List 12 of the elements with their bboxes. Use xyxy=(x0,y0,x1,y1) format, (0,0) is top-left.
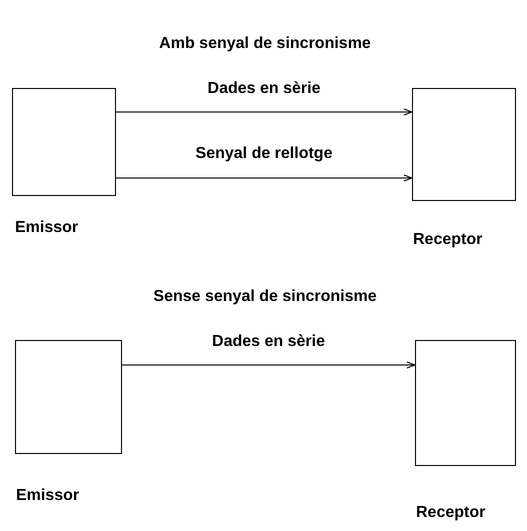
device-label: Receptor xyxy=(413,231,482,249)
edge-label: Senyal de rellotge xyxy=(196,145,332,163)
arrow xyxy=(122,362,416,368)
arrow xyxy=(116,108,412,116)
section-title: Amb senyal de sincronisme xyxy=(159,35,371,53)
arrow xyxy=(116,174,412,182)
device-label: Emissor xyxy=(15,219,78,237)
edge-label: Dades en sèrie xyxy=(212,333,325,351)
section-title: Sense senyal de sincronisme xyxy=(153,288,377,306)
device-label: Receptor xyxy=(416,504,486,522)
edge-label: Dades en sèrie xyxy=(208,80,320,98)
device-label: Emissor xyxy=(16,487,80,505)
